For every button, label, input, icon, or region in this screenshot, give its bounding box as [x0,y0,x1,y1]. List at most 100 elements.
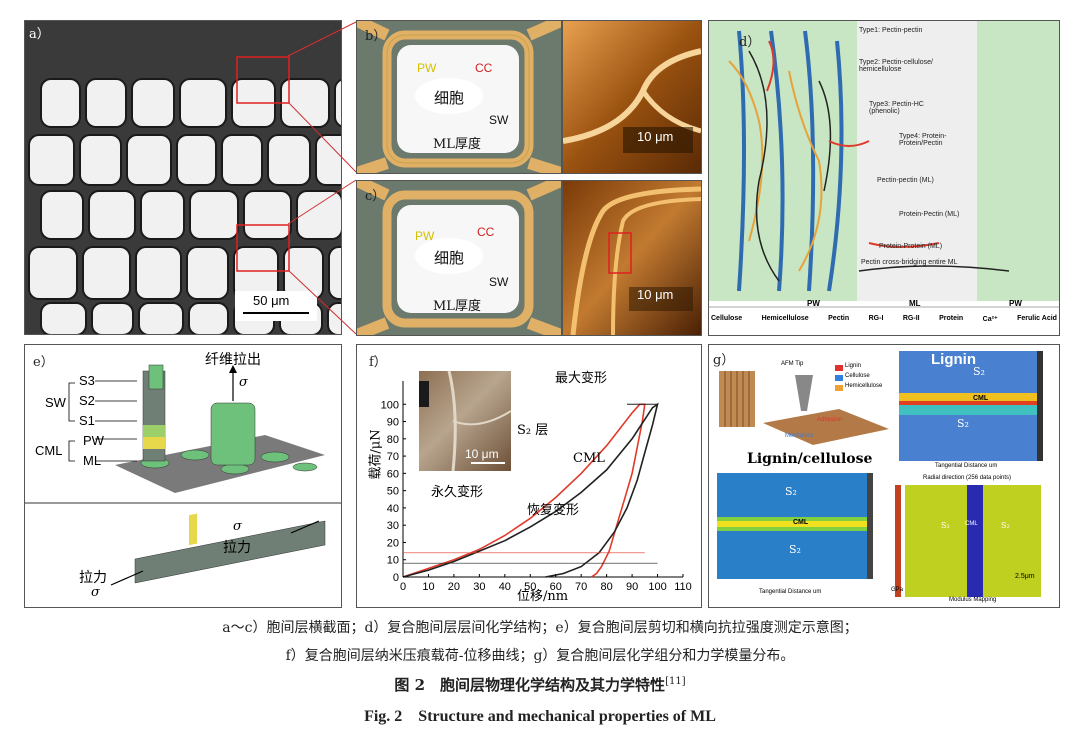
wood-cell [140,190,185,240]
panel-a-label: a） [29,27,50,42]
panel-d-chemical-structure: d） Type1: Pectin-pectin Type2: Pectin-ce… [708,20,1060,336]
panel-g-lc-s2-bottom: S₂ [789,543,801,556]
wood-cell [267,134,311,186]
panel-d-type4: Type4: Protein- Protein/Pectin [899,133,947,147]
panel-c-label: c） [365,189,386,204]
panel-e-s2: S2 [79,393,95,408]
chart-y-tick-label: 0 [393,572,399,584]
chart-x-tick-label: 30 [473,581,485,593]
chart-y-tick-label: 20 [387,537,399,549]
panel-e-sw: SW [45,395,66,410]
wood-cell [126,134,172,186]
panel-b-cc-label: CC [475,61,493,75]
chart-series-line-cml [402,402,659,578]
caption-line-1: a～c）胞间层横截面；d）复合胞间层层间化学结构；e）复合胞间层剪切和横向抗拉强… [222,620,858,636]
panel-d-ml-label-4: Pectin cross-bridging entire ML [861,259,958,266]
chart-y-tick-label: 50 [387,486,399,498]
wood-cell [28,246,78,300]
panel-b-afm-image: 10 μm [562,20,702,174]
wood-cell [85,78,127,128]
wood-cell [221,134,263,186]
figure-title-cn-text: 图 2 胞间层物理化学结构及其力学特性 [394,676,666,694]
panel-c-afm-image: 10 μm [562,180,702,336]
legend-protein: Protein [939,315,964,322]
wood-cell [315,134,341,186]
chart-x-tick-label: 100 [648,581,666,593]
panel-e-s1: S1 [79,413,95,428]
panel-c-cc-label: CC [477,225,495,239]
wood-cell [328,246,341,300]
wood-cell [334,78,341,128]
chart-annotation-permanent-deformation: 永久变形 [431,485,484,500]
panel-d-ml-label-2: Protein-Pectin (ML) [899,211,960,218]
chart-inset-scale: 10 μm [465,447,499,461]
panel-g-lc-s2-top: S₂ [785,485,797,498]
chart-x-tick-label: 70 [575,581,587,593]
panel-d-type1: Type1: Pectin-pectin [859,27,923,34]
panel-g-afm-label: AFM Tip [781,361,804,367]
chart-x-tick-label: 50 [524,581,536,593]
panel-g-modulus-label: Modulus Mapping [949,597,997,603]
panel-d-legend: Cellulose Hemicellulose Pectin RG-I RG-I… [711,315,1057,323]
panel-g-radial-dir-label: Radial direction (256 data points) [923,475,1012,481]
panel-c-sw-label: SW [489,275,509,289]
wood-cell [188,302,229,334]
chart-x-tick-label: 80 [601,581,613,593]
chart-xlabel: 位移/nm [517,589,569,604]
panel-b-cell-label: 细胞 [434,89,465,107]
panel-g-gpa-label: GPa [891,587,904,593]
panel-c-pw-label: PW [415,229,435,243]
panel-b-sw-label: SW [489,113,509,127]
panel-b-label: b） [365,29,387,44]
legend-hemicellulose: Hemicellulose [761,315,809,322]
chart-annotation-s2-layer: S₂ 层 [517,423,549,438]
legend-rg2: RG-II [902,315,920,322]
panel-g-lignin-cml: CML [973,395,989,402]
panel-g-mod-s2-left: S₂ [941,521,950,530]
legend-rg1: RG-I [868,315,884,322]
panel-e-tension-right: 拉力 [223,540,251,556]
panel-e-sigma-top: σ [239,375,248,390]
wood-cell [186,246,229,300]
panel-d-ml-label-3: Protein-Protein (ML) [879,243,943,250]
panel-g-legend-lignin: Lignin [845,363,862,369]
panel-g-lc-cml: CML [793,519,809,526]
panel-c-schematic: c） PW CC 细胞 SW ML厚度 [356,180,562,336]
wood-cell [296,190,341,240]
chart-x-tick-label: 110 [674,581,692,593]
panel-g-lignin-cellulose-title: Lignin/cellulose [747,451,873,467]
chart-x-tick-label: 10 [422,581,434,593]
caption-line-2: f）复合胞间层纳米压痕载荷-位移曲线；g）复合胞间层化学组分和力学模量分布。 [285,648,795,664]
wood-cell [40,78,81,128]
panel-b-pw-label: PW [417,61,437,75]
panel-d-zone-pw-right: PW [1009,299,1022,308]
wood-cell [179,78,227,128]
panel-g-mapping: g） Lignin Cellulose Hemicellulose AFM Ti… [708,344,1060,608]
panel-e-tension-left: 拉力 [79,570,107,586]
panel-d-type2: Type2: Pectin-cellulose/ hemicellulose [859,59,933,73]
panel-g-mod-cml: CML [965,521,978,527]
figure-reference: [11] [665,676,686,687]
panel-g-lc-xlabel: Tangential Distance um [759,589,822,595]
wood-cell [40,302,87,334]
chart-x-tick-label: 60 [550,581,562,593]
panel-g-adhesion-label: Adhesion [817,417,843,423]
chart-inset-afm-image: 10 μm [419,370,512,472]
panel-d-label: d） [739,35,761,50]
chart-x-tick-label: 0 [400,581,406,593]
panel-g-lignin-s2-bottom: S₂ [957,417,969,430]
wood-cells-image [25,21,341,334]
panel-e-ml: ML [83,453,102,468]
panel-d-zone-pw-left: PW [807,299,820,308]
panel-d-zone-ml: ML [909,299,921,308]
wood-cell [189,190,239,240]
chart-ylabel: 载荷/μN [368,429,384,480]
panel-f-label: f） [369,355,387,370]
wood-cell [327,302,341,334]
panel-g-mechanics-label: Mechanics [785,433,814,439]
panel-a-micrograph: a） 50 μm [24,20,342,335]
chart-y-tick-label: 70 [387,451,399,463]
wood-cell [28,134,75,186]
